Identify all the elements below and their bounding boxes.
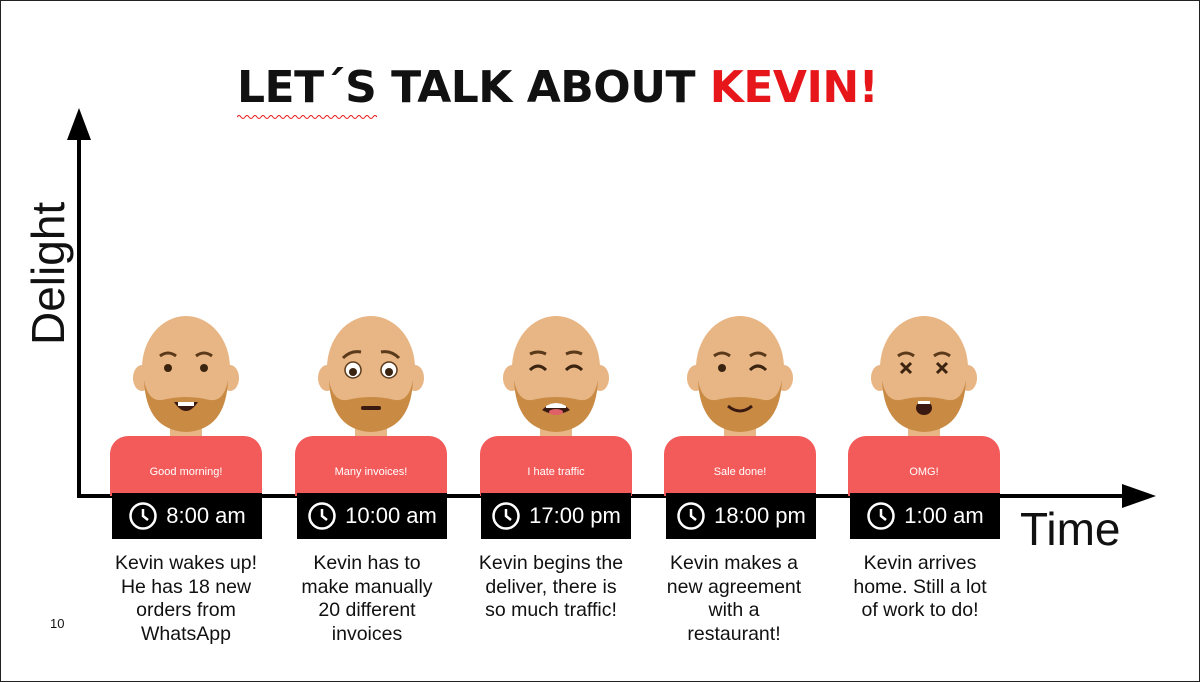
time-text: 18:00 pm [714,503,806,528]
stage-description: Kevin arrives home. Still a lot of work … [835,552,1005,623]
description-line: restaurant! [687,622,781,645]
description-line: Kevin has to [313,552,421,574]
description-line: Kevin begins the [478,552,624,574]
shirt [110,436,262,496]
description-line: home. Still a lot [853,575,987,598]
title-text: LET´S TALK ABOUT [237,62,710,113]
title-highlight: KEVIN! [709,62,879,113]
stage-description: Kevin makes a new agreement with a resta… [649,552,819,646]
description-line: new agreement [666,575,802,598]
kevin-angry-face [503,316,609,444]
shirt [480,436,632,496]
stage-caption: I hate traffic [527,466,585,478]
clock-icon [867,502,895,530]
stage-card: OMG! [848,300,1004,500]
stage-caption: Sale done! [713,466,767,478]
spellcheck-underline [237,115,377,119]
description-line: make manually [301,575,433,598]
shirt [848,436,1000,496]
stage-card: I hate traffic [480,300,636,500]
stage-description: Kevin begins the deliver, there is so mu… [466,552,636,623]
description-line: He has 18 new [120,575,252,598]
slide-title: LET´S TALK ABOUT KEVIN! [237,62,879,119]
stage-card: Good morning! [110,300,266,500]
description-line: orders from [136,599,236,621]
kevin-exhausted-face [871,316,977,444]
description-line: deliver, there is [485,575,617,598]
time-label: 8:00 am [112,493,262,539]
description-line: Kevin arrives [863,552,977,574]
time-label: 17:00 pm [481,493,631,539]
stage-card: Sale done! [664,300,820,500]
stage-caption: OMG! [909,466,939,478]
clock-icon [308,502,336,530]
time-text: 8:00 am [166,503,246,528]
y-axis-arrow [67,108,91,140]
description-line: Kevin wakes up! [115,552,257,574]
description-line: so much traffic! [485,599,617,621]
stage-caption: Many invoices! [334,466,408,478]
kevin-worried-face [318,316,424,444]
time-label: 1:00 am [850,493,1000,539]
description-line: 20 different [318,599,416,621]
stage-description: Kevin wakes up! He has 18 new orders fro… [101,552,271,646]
description-line: WhatsApp [141,622,231,645]
stage-description: Kevin has to make manually 20 different … [282,552,452,646]
time-text: 10:00 am [345,503,437,528]
x-axis-label: Time [1020,503,1121,555]
clock-icon [492,502,520,530]
y-axis-label: Delight [22,201,74,345]
description-line: Kevin makes a [670,552,798,574]
page-number: 10 [50,616,65,631]
description-line: of work to do! [861,599,979,621]
time-label: 10:00 am [297,493,447,539]
kevin-happy-face [133,316,239,444]
clock-icon [677,502,705,530]
time-label: 18:00 pm [666,493,816,539]
description-line: invoices [331,622,403,645]
time-text: 1:00 am [904,503,984,528]
kevin-wink-face [687,316,793,444]
shirt [664,436,816,496]
x-axis-arrow [1122,484,1156,508]
time-text: 17:00 pm [529,503,621,528]
shirt [295,436,447,496]
stage-card: Many invoices! [295,300,451,500]
description-line: with a [708,599,760,621]
stage-caption: Good morning! [149,466,223,478]
clock-icon [129,502,157,530]
